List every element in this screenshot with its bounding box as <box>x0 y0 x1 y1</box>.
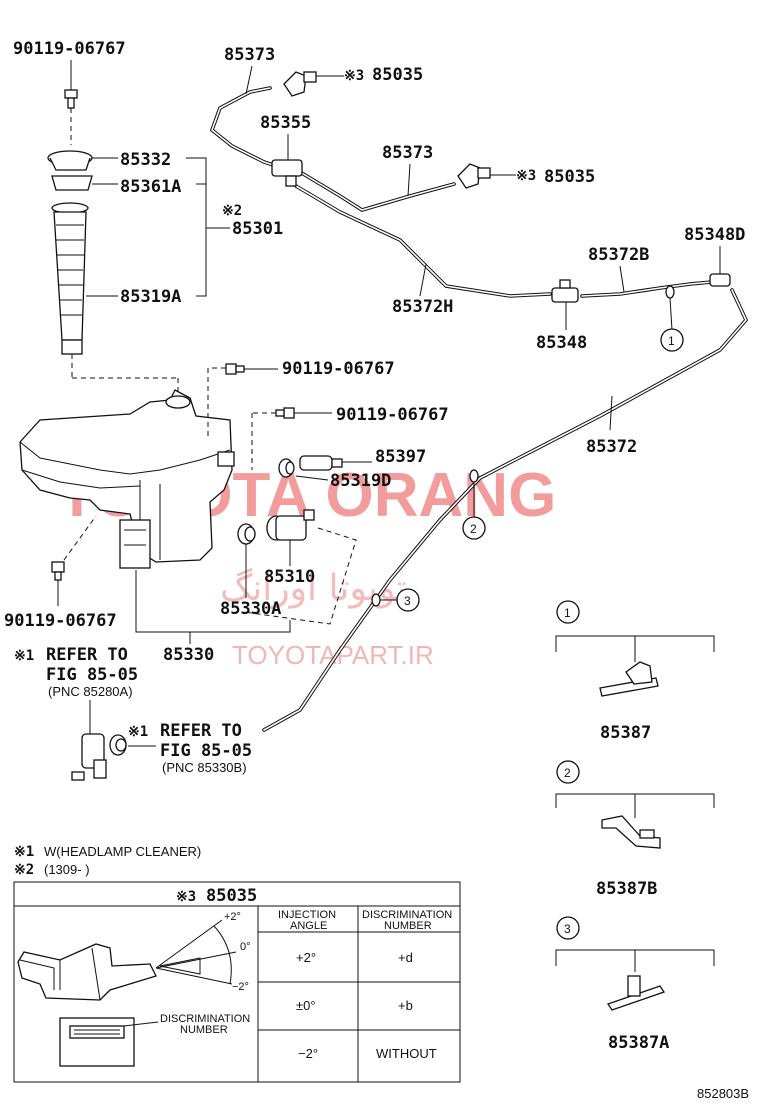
mark-3-b: ※3 <box>516 168 536 184</box>
note-1-text: W(HEADLAMP CLEANER) <box>44 844 201 859</box>
diag-label-l2: NUMBER <box>180 1024 228 1036</box>
detail-2: 2 85387B <box>555 760 715 899</box>
pump-85310 <box>266 509 315 541</box>
table-col1-header-l2: ANGLE <box>290 920 327 932</box>
nozzle-85035-a <box>283 71 317 97</box>
bolt-tank-side <box>275 407 295 419</box>
ref1-line3: (PNC 85280A) <box>48 684 133 699</box>
cap-85332 <box>47 150 93 171</box>
grommet-85319D <box>278 458 295 478</box>
label-85397: 85397 <box>375 447 426 467</box>
hose-85372B <box>580 280 714 298</box>
label-90119-a: 90119-06767 <box>13 39 126 59</box>
table-col2-header-l1: DISCRIMINATION <box>362 909 452 921</box>
table-row1-angle: +2° <box>296 950 316 965</box>
label-85348D: 85348D <box>684 225 745 245</box>
ref2-line2: FIG 85-05 <box>160 741 252 761</box>
hose-85372H <box>294 184 552 298</box>
diag-angle-bot: −2° <box>232 981 249 993</box>
callout-1-hose-num: 1 <box>668 334 675 348</box>
ref1-line2: FIG 85-05 <box>46 665 138 685</box>
label-85310: 85310 <box>264 567 315 587</box>
label-85372B: 85372B <box>588 245 649 265</box>
ref2-line3: (PNC 85330B) <box>162 760 247 775</box>
table-mark-3: ※3 <box>176 889 196 905</box>
label-90119-d: 90119-06767 <box>4 611 117 631</box>
sensor-85397 <box>299 455 343 471</box>
label-85387B: 85387B <box>596 879 657 899</box>
label-85319A: 85319A <box>120 287 181 307</box>
mark-1-a: ※1 <box>14 648 34 664</box>
label-85330A: 85330A <box>220 599 281 619</box>
label-90119-c: 90119-06767 <box>336 405 449 425</box>
grommet-85330A <box>237 523 256 545</box>
figure-id: 852803B <box>697 1086 749 1101</box>
label-85035-b: 85035 <box>544 167 595 187</box>
valve-85348 <box>551 279 579 303</box>
note-mark-1: ※1 <box>14 844 34 860</box>
detail-2-num: 2 <box>564 766 571 780</box>
inlet-pipe-85319A <box>51 202 89 355</box>
label-85387A: 85387A <box>608 1033 669 1053</box>
hose-85372 <box>262 288 749 732</box>
table-nozzle-drawing <box>17 919 237 1067</box>
detail-1: 1 85387 <box>555 600 715 743</box>
headlamp-pump <box>71 733 127 781</box>
mark-1-b: ※1 <box>128 724 148 740</box>
callout-2-on-hose <box>462 516 486 540</box>
label-85373-b: 85373 <box>382 143 433 163</box>
ref1-line1: REFER TO <box>46 645 128 665</box>
note-mark-2: ※2 <box>14 862 34 878</box>
joint-85355 <box>271 159 303 187</box>
table-col1-header-l1: INJECTION <box>278 909 336 921</box>
callout-1-on-hose <box>660 328 684 352</box>
table-row2-number: +b <box>398 998 413 1013</box>
bracket-85361A <box>51 175 93 191</box>
label-85319D: 85319D <box>330 471 391 491</box>
washer-tank <box>19 389 235 569</box>
callout-3-on-hose <box>396 588 420 612</box>
bolt-tank-top <box>225 363 245 375</box>
nozzle-table: ※3 85035 INJECTION ANGLE DISCRIMINATION … <box>13 881 461 1083</box>
mark-2: ※2 <box>222 203 242 219</box>
label-85301: 85301 <box>232 219 283 239</box>
diag-angle-mid: 0° <box>240 941 251 953</box>
detail-3: 3 85387A <box>555 916 715 1053</box>
watermark-site: TOYOTAPART.IR <box>232 640 434 670</box>
label-85332: 85332 <box>120 150 171 170</box>
label-85373-a: 85373 <box>224 45 275 65</box>
bolt-top <box>64 89 78 109</box>
bolt-tank-bottom <box>51 561 65 581</box>
table-title: 85035 <box>206 886 257 906</box>
diag-label-l1: DISCRIMINATION <box>160 1013 250 1025</box>
nozzle-85035-b <box>457 163 491 189</box>
table-row3-angle: −2° <box>298 1046 318 1061</box>
table-row2-angle: ±0° <box>296 998 316 1013</box>
ref2-line1: REFER TO <box>160 721 242 741</box>
label-90119-b: 90119-06767 <box>282 359 395 379</box>
callout-2-hose-num: 2 <box>470 522 477 536</box>
table-row1-number: +d <box>398 950 413 965</box>
label-85387: 85387 <box>600 723 651 743</box>
valve-85348D <box>709 273 731 287</box>
detail-1-num: 1 <box>564 606 571 620</box>
label-85372H: 85372H <box>392 297 453 317</box>
hose-85373-a <box>209 86 284 170</box>
label-85330: 85330 <box>163 645 214 665</box>
table-col2-header-l2: NUMBER <box>384 920 432 932</box>
label-85361A: 85361A <box>120 177 181 197</box>
mark-3-a: ※3 <box>344 68 364 84</box>
note-2-text: (1309- ) <box>44 862 90 877</box>
label-85372: 85372 <box>586 437 637 457</box>
callout-3-hose-num: 3 <box>404 594 411 608</box>
detail-3-num: 3 <box>564 922 571 936</box>
label-85035-a: 85035 <box>372 65 423 85</box>
table-row3-number: WITHOUT <box>376 1046 437 1061</box>
diag-angle-top: +2° <box>224 911 241 923</box>
label-85348: 85348 <box>536 333 587 353</box>
hose-85373-b <box>298 170 456 212</box>
label-85355: 85355 <box>260 113 311 133</box>
